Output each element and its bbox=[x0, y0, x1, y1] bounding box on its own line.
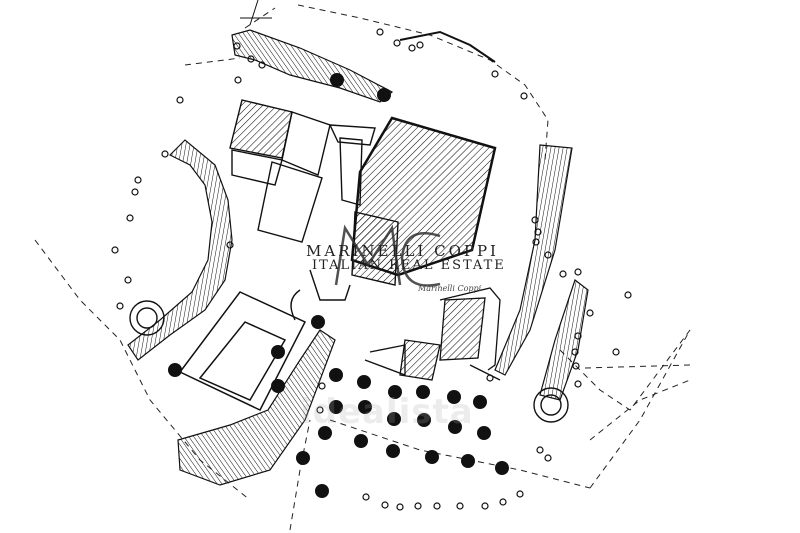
background-watermark: idealista bbox=[300, 392, 474, 432]
north-access-line bbox=[240, 0, 496, 63]
main-building bbox=[229, 99, 497, 321]
annex-building bbox=[364, 287, 501, 381]
brand-tagline: ITALIAN REAL ESTATE bbox=[312, 258, 506, 273]
brand-signature: Marinelli Coppi bbox=[418, 284, 482, 293]
tree-row-markers bbox=[111, 28, 632, 511]
swimming-pool bbox=[178, 291, 307, 411]
brand-name: MARINELLI COPPI bbox=[306, 242, 499, 260]
east-ramp-upper bbox=[494, 144, 573, 376]
large-trees bbox=[129, 300, 569, 423]
west-terrace bbox=[127, 139, 233, 361]
brand-monogram bbox=[334, 224, 441, 287]
north-embankment bbox=[231, 29, 394, 103]
orchard-trees bbox=[168, 73, 509, 498]
pool-terrace bbox=[177, 329, 336, 486]
